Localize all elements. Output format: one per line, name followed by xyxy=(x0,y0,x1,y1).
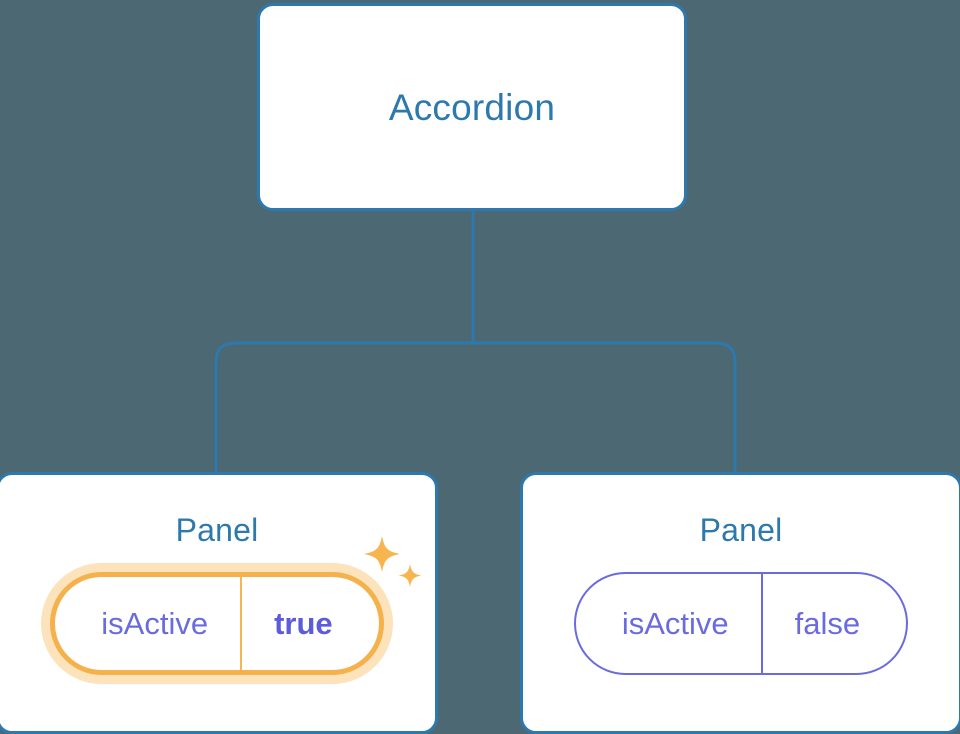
node-accordion-title: Accordion xyxy=(388,86,556,128)
connector-branch-bar xyxy=(214,341,737,472)
prop-key-label: isActive xyxy=(101,606,209,641)
prop-pill-isactive-true[interactable]: isActive true xyxy=(50,572,384,675)
node-panel-right[interactable]: Panel isActive false xyxy=(520,472,960,734)
node-panel-left[interactable]: Panel isActive true xyxy=(0,472,438,734)
prop-pill-right-wrapper: isActive false xyxy=(573,572,909,675)
prop-pill-isactive-false[interactable]: isActive false xyxy=(573,572,909,675)
prop-value-label: true xyxy=(240,577,379,670)
node-panel-right-title: Panel xyxy=(699,512,783,548)
prop-value-label: false xyxy=(760,574,906,673)
sparkle-small-icon xyxy=(398,564,422,587)
prop-key-label: isActive xyxy=(621,606,729,641)
prop-pill-left-wrapper: isActive true xyxy=(50,536,422,675)
node-panel-left-title: Panel xyxy=(175,512,259,548)
node-accordion[interactable]: Accordion xyxy=(257,3,687,211)
sparkle-large-icon xyxy=(363,536,400,572)
